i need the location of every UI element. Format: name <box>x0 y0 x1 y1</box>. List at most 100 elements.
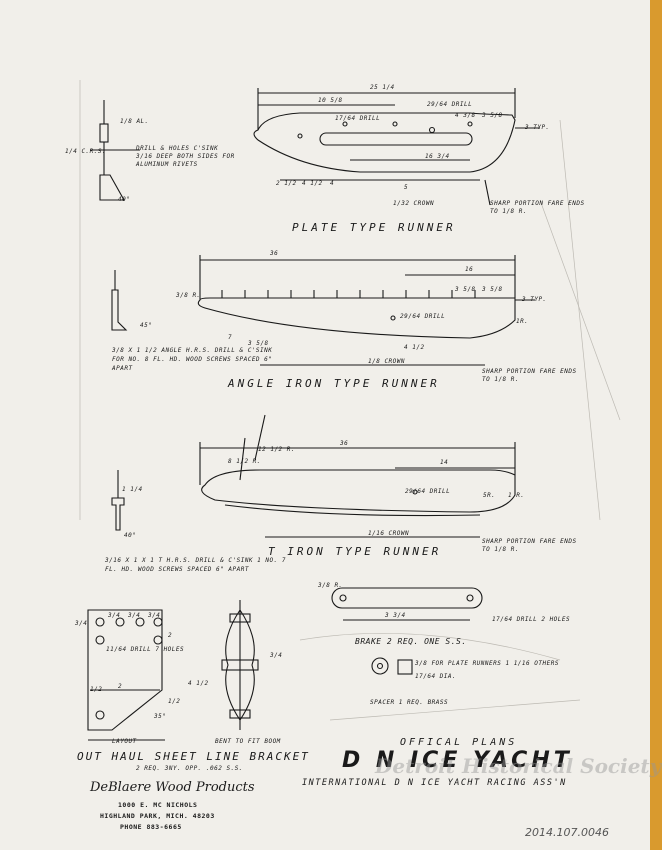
t-angle: 40° <box>124 532 137 539</box>
bracket-dim-5: 2 <box>118 683 123 690</box>
bracket-drill: 11/64 DRILL 7 HOLES <box>106 646 185 653</box>
t-section <box>111 497 125 531</box>
plate-angle: 40° <box>118 196 131 203</box>
t-r1: 8 1/2 R. <box>228 458 261 465</box>
brake-drill: 17/64 DRILL 2 HOLES <box>492 616 571 623</box>
bracket-dim-3: 3/4 <box>148 612 161 619</box>
t-r4: 1 R. <box>508 492 525 499</box>
spacer-note: 3/8 FOR PLATE RUNNERS 1 1/16 OTHERS <box>415 660 559 667</box>
t-dim-right: 14 <box>440 459 449 466</box>
bracket-dim-4: 2 <box>168 632 173 639</box>
bracket-title: OUT HAUL SHEET LINE BRACKET <box>77 750 310 763</box>
plate-runner-title: PLATE TYPE RUNNER <box>292 221 456 234</box>
angle-runner-outline <box>197 297 516 339</box>
angle-note: SHARP PORTION FARE ENDS TO 1/8 R. <box>482 368 577 383</box>
angle-spec: 3/8 X 1 1/2 ANGLE H.R.S. DRILL & C'SINK … <box>112 347 273 372</box>
t-r2: 12 1/2 R. <box>258 446 296 453</box>
plate-hole <box>297 133 303 139</box>
association: INTERNATIONAL D N ICE YACHT RACING ASS'N <box>302 778 567 788</box>
plate-hole <box>392 121 398 127</box>
angle-dim-total: 36 <box>270 250 279 257</box>
plate-hole <box>467 121 473 127</box>
angle-typ: 3 TYP. <box>522 296 547 303</box>
t-drill: 29/64 DRILL <box>405 488 451 495</box>
t-dim-v: 1 1/4 <box>122 486 143 493</box>
plate-runner-outline <box>253 112 516 173</box>
yacht-name: D N ICE YACHT <box>342 748 573 773</box>
plate-bottom3: 4 <box>330 180 335 187</box>
angle-runner-screw-ticks <box>221 290 476 298</box>
maker-city: HIGHLAND PARK, MICH. 48203 <box>100 812 215 820</box>
plate-bottom1: 2 1/2 <box>276 180 297 187</box>
bracket-dim-8: 3/4 <box>270 652 283 659</box>
angle-b1: 7 <box>228 334 233 341</box>
bracket-holes <box>95 617 163 720</box>
plate-drill2: 17/64 DRILL <box>335 115 381 122</box>
brake-r: 3/8 R. <box>318 582 343 589</box>
plate-typ: 3 TYP. <box>525 124 550 131</box>
plate-dim-total: 25 1/4 <box>370 84 395 91</box>
plate-bottom2: 4 1/2 <box>302 180 323 187</box>
brake-title: BRAKE 2 REQ. ONE S.S. <box>355 637 467 646</box>
brake-len: 3 3/4 <box>385 612 406 619</box>
plate-dim-b: 16 3/4 <box>425 153 450 160</box>
angle-b3: 4 1/2 <box>404 344 425 351</box>
spacer-dia: 17/64 DIA. <box>415 673 457 680</box>
angle-r-end: 1R. <box>516 318 529 325</box>
plate-crown: 1/32 CROWN <box>393 200 435 207</box>
angle-dim-r1: 3 5/8 <box>455 286 476 293</box>
bracket-plate <box>87 609 163 731</box>
bracket-dim-6: 4 1/2 <box>188 680 209 687</box>
angle-r: 3/8 R. <box>176 292 201 299</box>
bracket-bent: BENT TO FIT BOOM <box>215 738 281 745</box>
plate-note: SHARP PORTION FARE ENDS TO 1/8 R. <box>490 200 585 215</box>
bracket-angle: 35° <box>154 713 167 720</box>
maker-street: 1000 E. MC NICHOLS <box>118 801 198 809</box>
t-dim-total: 36 <box>340 440 349 447</box>
official-plans: OFFICAL PLANS <box>400 737 518 748</box>
paper-edge-strip <box>650 0 662 850</box>
bracket-dim-2: 3/4 <box>128 612 141 619</box>
angle-runner-title: ANGLE IRON TYPE RUNNER <box>228 377 440 390</box>
plate-hole <box>342 121 348 127</box>
t-runner-outline <box>201 469 516 513</box>
t-note: SHARP PORTION FARE ENDS TO 1/8 R. <box>482 538 577 553</box>
plate-drill: 29/64 DRILL <box>427 101 473 108</box>
bracket-dim-0: 3/4 <box>75 620 88 627</box>
plate-dim-mid: 10 5/8 <box>318 97 343 104</box>
angle-section <box>111 289 128 331</box>
t-runner-title: T IRON TYPE RUNNER <box>268 545 442 558</box>
bracket-dim-1: 3/4 <box>108 612 121 619</box>
angle-crown: 1/8 CROWN <box>368 358 406 365</box>
t-r3: 5R. <box>483 492 496 499</box>
brake-bar <box>331 587 483 609</box>
bracket-sub: 2 REQ. 3NY. OPP. .062 S.S. <box>136 765 243 772</box>
maker-name: DeBlaere Wood Products <box>90 780 255 795</box>
angle-drill: 29/64 DRILL <box>400 313 446 320</box>
catalog-number: 2014.107.0046 <box>525 826 609 839</box>
bracket-dim-7: 1/2 <box>90 686 103 693</box>
plate-side-view <box>99 123 109 143</box>
plate-dim-right1: 4 3/8 <box>455 112 476 119</box>
angle-dim-right: 16 <box>465 266 474 273</box>
plate-crs: 1/4 C.R.S. <box>65 148 107 155</box>
maker-phone: PHONE 883-6665 <box>120 823 182 831</box>
angle-angle: 45° <box>140 322 153 329</box>
spacer-title: SPACER 1 REQ. BRASS <box>370 699 449 706</box>
plate-al: 1/8 AL. <box>120 118 149 125</box>
t-crown: 1/16 CROWN <box>368 530 410 537</box>
bracket-dim-9: 1/2 <box>168 698 181 705</box>
plate-bottom4: 5 <box>404 184 409 191</box>
t-spec: 3/16 X 1 X 1 T H.R.S. DRILL & C'SINK 1 N… <box>105 557 286 573</box>
plate-hole <box>428 126 436 134</box>
bracket-layout: LAYOUT <box>112 738 137 745</box>
plate-drill-note: DRILL & HOLES C'SINK 3/16 DEEP BOTH SIDE… <box>136 145 235 168</box>
angle-dim-r2: 3 5/8 <box>482 286 503 293</box>
plate-runner-slot <box>319 132 473 146</box>
angle-b2: 3 5/8 <box>248 340 269 347</box>
plate-dim-right2: 3 5/8 <box>482 112 503 119</box>
spacer-washer <box>371 657 389 675</box>
watermark: Detroit Historical Society <box>375 754 662 778</box>
